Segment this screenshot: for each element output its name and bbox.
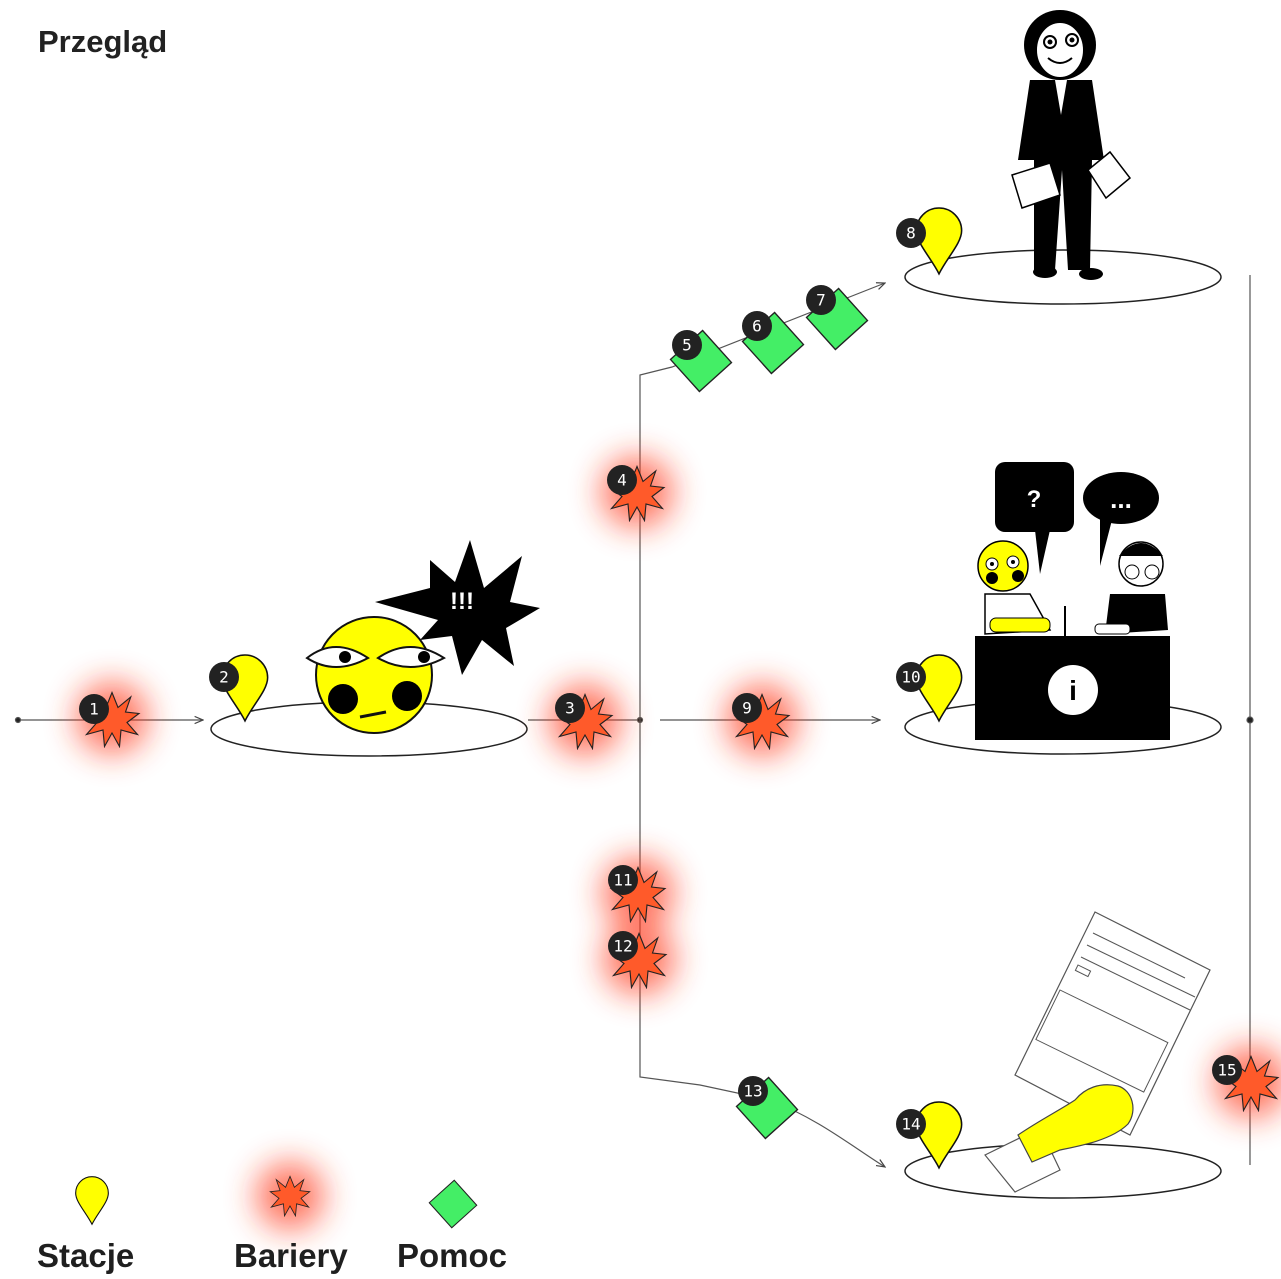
connector-start-dot xyxy=(14,716,22,724)
marker-13: 13 xyxy=(738,1076,768,1106)
svg-text:8: 8 xyxy=(906,224,916,243)
marker-1: 1 xyxy=(79,694,109,724)
marker-12: 12 xyxy=(608,931,638,961)
right-cheek xyxy=(392,681,422,711)
svg-text:9: 9 xyxy=(742,699,752,718)
legend-help-label: Pomoc xyxy=(397,1237,508,1274)
legend-help-icon xyxy=(428,1179,478,1229)
left-cheek xyxy=(328,684,358,714)
marker-2: 2 xyxy=(209,662,239,692)
question-bubble xyxy=(995,462,1074,532)
legend-barriers-label: Bariery xyxy=(234,1237,348,1274)
marker-4: 4 xyxy=(607,465,637,495)
station-pins xyxy=(74,207,963,1225)
help-diamonds xyxy=(428,287,869,1229)
svg-text:15: 15 xyxy=(1217,1061,1236,1080)
svg-text:3: 3 xyxy=(565,699,575,718)
svg-text:5: 5 xyxy=(682,336,692,355)
marker-15: 15 xyxy=(1212,1055,1242,1085)
question-text: ? xyxy=(1027,486,1042,513)
right-eye xyxy=(376,646,446,668)
ellipsis-bubble xyxy=(1083,472,1159,524)
marker-6: 6 xyxy=(742,311,772,341)
platform-office xyxy=(904,249,1222,305)
return-dot xyxy=(1246,716,1254,724)
legend-stations-label: Stacje xyxy=(37,1237,135,1274)
briefcase xyxy=(1011,162,1061,209)
left-eye xyxy=(305,646,370,668)
svg-text:6: 6 xyxy=(752,317,762,336)
marker-5: 5 xyxy=(672,330,702,360)
stressed-face: !!! xyxy=(305,540,540,734)
platform-documents xyxy=(904,1143,1222,1199)
marker-10: 10 xyxy=(896,662,926,692)
svg-text:11: 11 xyxy=(613,871,632,890)
marker-9: 9 xyxy=(732,693,762,723)
info-desk-scene: ? ... i xyxy=(975,462,1170,740)
svg-text:1: 1 xyxy=(89,700,99,719)
svg-text:14: 14 xyxy=(901,1115,920,1134)
ellipsis-text: ... xyxy=(1110,484,1132,514)
marker-8: 8 xyxy=(896,218,926,248)
exclamation-text: !!! xyxy=(450,588,474,615)
page-title: Przegląd xyxy=(38,24,168,59)
marker-14: 14 xyxy=(896,1109,926,1139)
marker-3: 3 xyxy=(555,693,585,723)
legend-station-icon xyxy=(74,1176,110,1225)
svg-text:2: 2 xyxy=(219,668,229,687)
exclamation-burst xyxy=(375,540,540,675)
svg-text:12: 12 xyxy=(613,937,632,956)
marker-11: 11 xyxy=(608,865,638,895)
marker-7: 7 xyxy=(806,285,836,315)
svg-text:4: 4 xyxy=(617,471,627,490)
paper xyxy=(1087,150,1132,200)
svg-text:10: 10 xyxy=(901,668,920,687)
svg-text:13: 13 xyxy=(743,1082,762,1101)
number-badges: 1 2 3 4 5 6 7 8 9 10 11 12 13 14 15 xyxy=(79,218,1242,1139)
svg-text:7: 7 xyxy=(816,291,826,310)
businessman xyxy=(1011,10,1132,280)
mouth xyxy=(359,710,387,719)
info-text: i xyxy=(1069,675,1077,706)
document-foot-scene xyxy=(984,911,1211,1193)
